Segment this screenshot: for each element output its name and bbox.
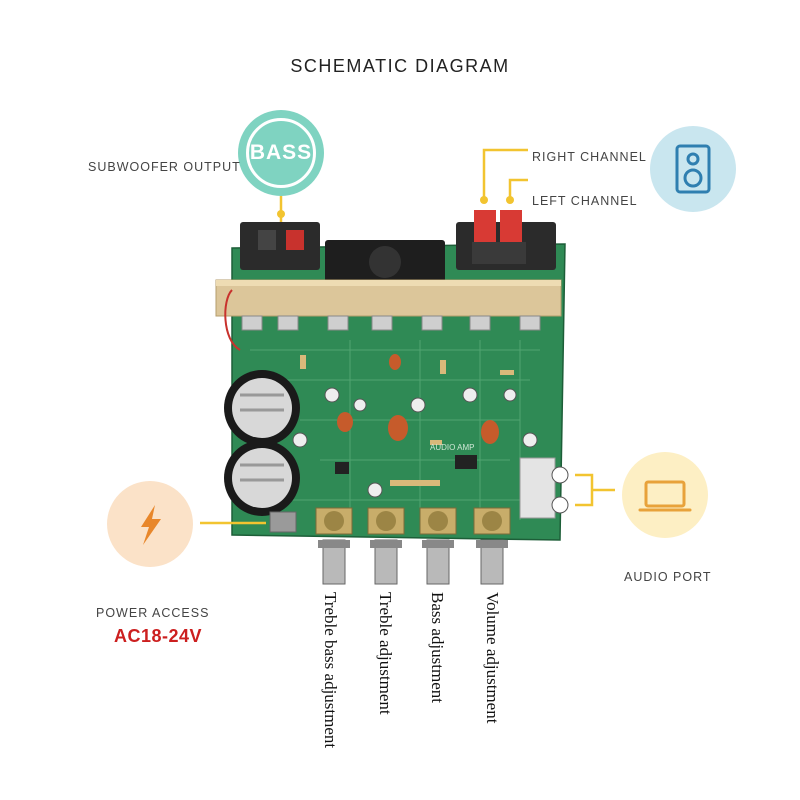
- potentiometers: [315, 507, 511, 585]
- speaker-icon: [650, 126, 736, 212]
- speaker-channel-terminal: [456, 210, 556, 270]
- right-channel-callout-line: [482, 148, 528, 200]
- bass-badge-text: BASS: [249, 141, 313, 164]
- knob-label-bass: Bass adjustment: [428, 592, 447, 703]
- right-channel-label: RIGHT CHANNEL: [532, 150, 647, 164]
- subwoofer-output-label: SUBWOOFER OUTPUT: [88, 160, 241, 174]
- power-terminal: [269, 511, 297, 533]
- power-wire: [224, 289, 241, 351]
- laptop-icon: [622, 452, 708, 538]
- power-access-label: POWER ACCESS: [96, 606, 210, 620]
- pot-treble-bass: [315, 507, 353, 585]
- diagram-title: SCHEMATIC DIAGRAM: [290, 56, 510, 76]
- knob-label-treble-bass: Treble bass adjustment: [321, 592, 340, 749]
- lightning-bolt-icon: [107, 481, 193, 567]
- audio-port-callout-line: [575, 473, 615, 507]
- left-channel-callout-line: [508, 178, 528, 200]
- knob-label-volume: Volume adjustment: [483, 592, 502, 724]
- callout-dots: [277, 196, 514, 218]
- audio-port-label: AUDIO PORT: [624, 570, 712, 584]
- cooling-fan: [325, 240, 445, 282]
- pot-bass: [419, 507, 457, 585]
- power-voltage-label: AC18-24V: [114, 626, 203, 646]
- transistor-clips: [241, 315, 541, 331]
- board-marking: AUDIO AMP: [430, 443, 474, 452]
- pot-volume: [473, 507, 511, 585]
- filter-capacitors: [224, 370, 300, 516]
- heat-sink: [215, 279, 562, 317]
- bass-badge-icon: BASS: [238, 110, 324, 196]
- left-channel-label: LEFT CHANNEL: [532, 194, 638, 208]
- small-components: [292, 354, 538, 498]
- pot-treble: [367, 507, 405, 585]
- audio-input-jack: [519, 457, 569, 519]
- knob-label-treble: Treble adjustment: [376, 592, 395, 715]
- subwoofer-terminal: [240, 222, 320, 270]
